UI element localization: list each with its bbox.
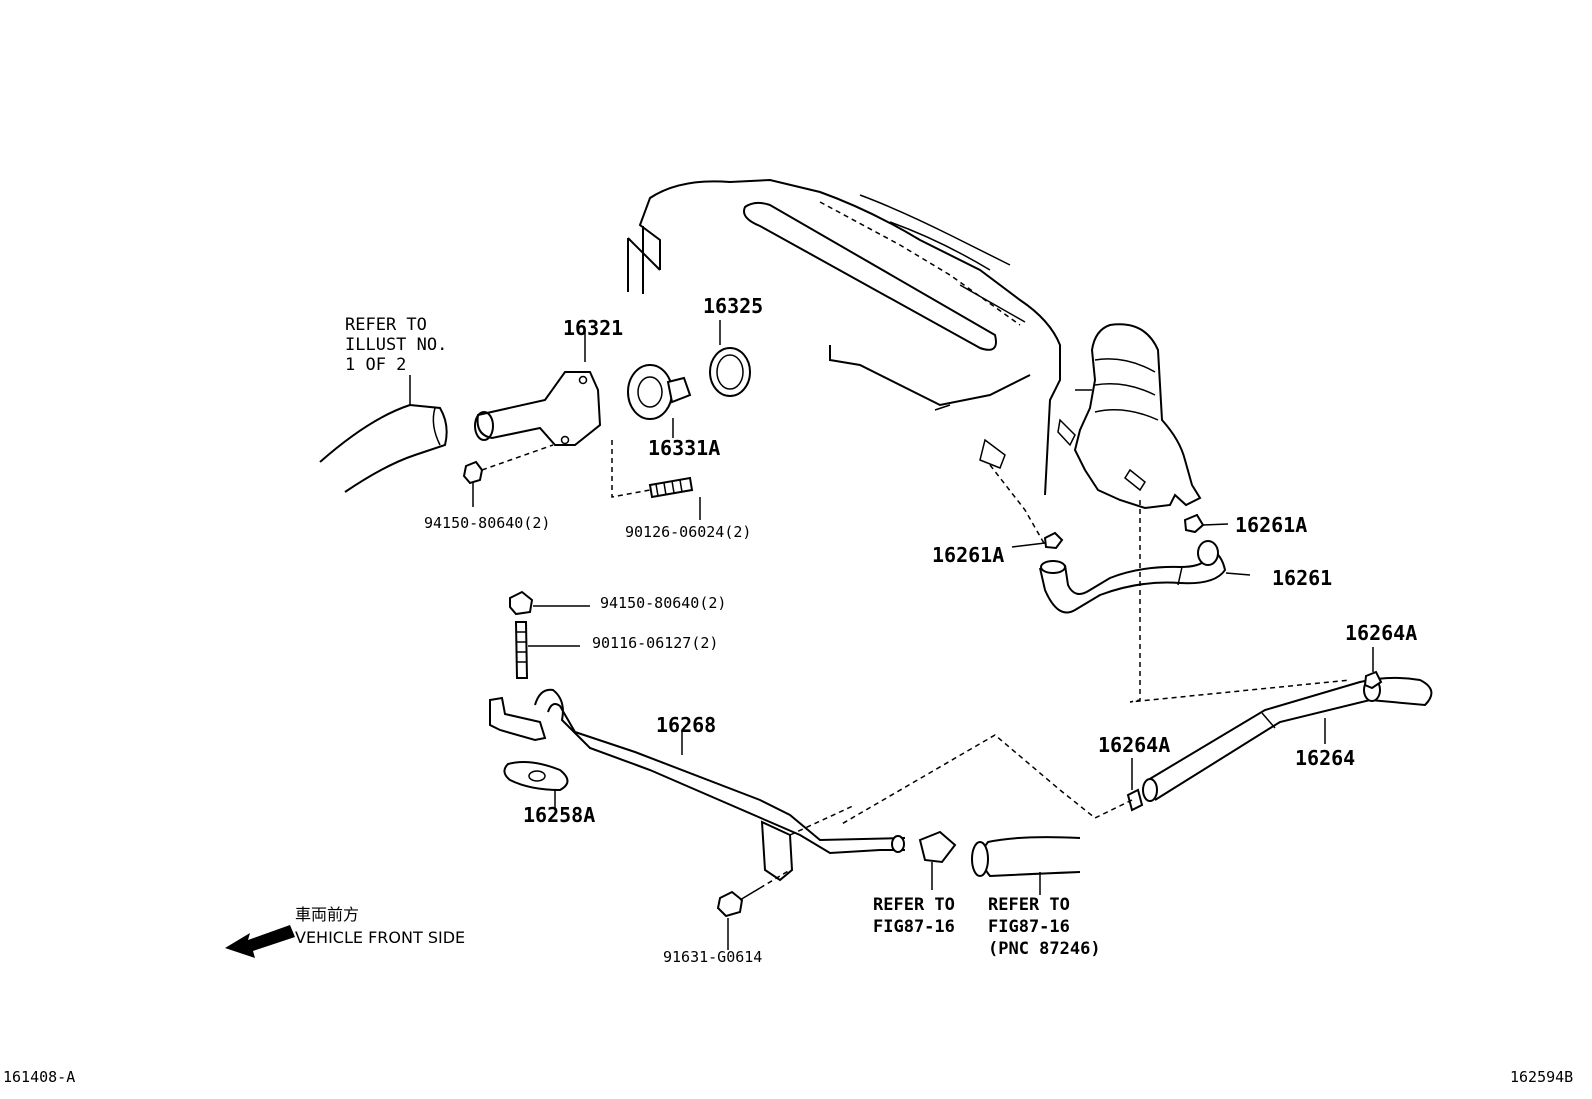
vehicle-front-arrow: [225, 925, 295, 958]
engine-block: [627, 178, 1061, 546]
label-16331A[interactable]: 16331A: [648, 436, 720, 460]
stud-90126: [611, 440, 701, 520]
front-label-jp: 車両前方: [295, 905, 359, 924]
label-90126[interactable]: 90126-06024(2): [625, 523, 751, 541]
label-91631[interactable]: 91631-G0614: [663, 948, 762, 966]
note-refer-illust-2: ILLUST NO.: [345, 335, 447, 355]
label-16268[interactable]: 16268: [656, 713, 716, 737]
label-16321[interactable]: 16321: [563, 316, 623, 340]
footer-right-code: 162594B: [1510, 1068, 1573, 1086]
note-refer-fig-b-2: FIG87-16: [988, 917, 1070, 937]
hose-end-fig87-b: [971, 836, 1081, 895]
clip-16261A-right: [1183, 513, 1229, 534]
nut-94150-upper: [462, 444, 554, 507]
note-refer-fig-a-1: REFER TO: [873, 895, 955, 915]
gasket-16258A: [503, 761, 569, 810]
label-16261A-left[interactable]: 16261A: [932, 543, 1004, 567]
label-16264[interactable]: 16264: [1295, 746, 1355, 770]
label-94150-upper[interactable]: 94150-80640(2): [424, 514, 550, 532]
gasket-16325: [709, 320, 751, 397]
front-label-en: VEHICLE FRONT SIDE: [295, 928, 465, 947]
clip-16264A-mid: [839, 734, 1144, 826]
upper-radiator-hose: [319, 375, 448, 493]
clip-16261A-left: [1011, 531, 1064, 550]
hose-16261: [1039, 540, 1251, 614]
label-16264A-top[interactable]: 16264A: [1345, 621, 1417, 645]
note-refer-fig-b-1: REFER TO: [988, 895, 1070, 915]
label-16261A-right[interactable]: 16261A: [1235, 513, 1307, 537]
note-refer-fig-b-3: (PNC 87246): [988, 939, 1101, 959]
note-refer-illust-1: REFER TO: [345, 315, 427, 335]
throttle-body: [1057, 323, 1202, 510]
label-16261[interactable]: 16261: [1272, 566, 1332, 590]
label-94150-lower[interactable]: 94150-80640(2): [600, 594, 726, 612]
note-refer-fig-a-2: FIG87-16: [873, 917, 955, 937]
bolt-91631: [716, 869, 791, 950]
label-16325[interactable]: 16325: [703, 294, 763, 318]
water-inlet-housing: [474, 330, 602, 446]
footer-left-code: 161408-A: [3, 1068, 75, 1086]
thermostat: [627, 364, 692, 438]
label-90116[interactable]: 90116-06127(2): [592, 634, 718, 652]
stud-90116: [514, 621, 580, 679]
label-16258A[interactable]: 16258A: [523, 803, 595, 827]
hose-16264: [1142, 676, 1433, 802]
nut-94150-lower: [509, 590, 590, 616]
hose-end-fig87-a: [918, 830, 957, 890]
clip-16264A-top: [1363, 647, 1383, 690]
water-bypass-pipe-16268: [489, 688, 906, 882]
leader-throttle-to-16264: [1129, 500, 1351, 703]
note-refer-illust-3: 1 OF 2: [345, 355, 406, 375]
label-16264A-mid[interactable]: 16264A: [1098, 733, 1170, 757]
